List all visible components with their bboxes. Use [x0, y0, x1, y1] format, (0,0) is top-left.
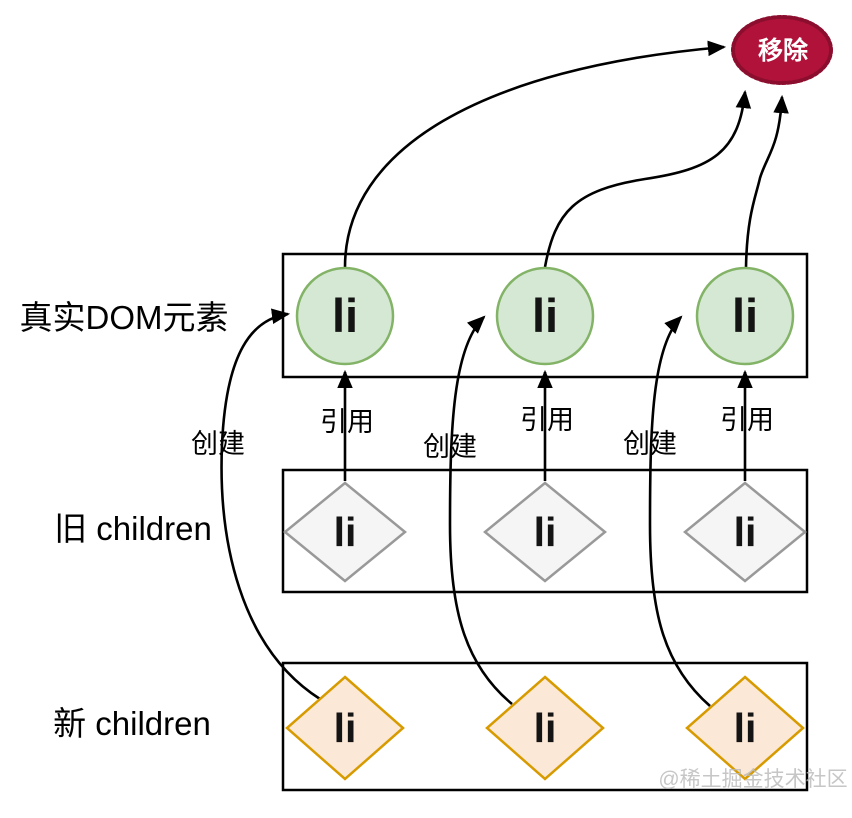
real-dom-node-1-label: li — [332, 289, 358, 342]
new-child-node-2 — [485, 675, 605, 781]
create-arrow-3 — [648, 315, 711, 707]
reference-label-2: 引用 — [520, 405, 574, 435]
create-label-1: 创建 — [191, 429, 245, 459]
real-dom-node-3-label: li — [732, 289, 758, 342]
real-dom-node-3 — [695, 266, 795, 366]
real-dom-node-1 — [295, 266, 395, 366]
new-children-box — [281, 661, 809, 792]
old-child-node-1 — [283, 481, 407, 583]
old-child-node-1-label: li — [334, 509, 357, 555]
new-child-node-2-label: li — [534, 705, 557, 751]
create-arrow-1 — [220, 308, 321, 701]
remove-badge-label: 移除 — [758, 36, 809, 65]
real-dom-node-2 — [495, 266, 595, 366]
old-child-node-3 — [683, 481, 807, 583]
old-child-node-2 — [483, 481, 607, 583]
create-label-3: 创建 — [623, 429, 677, 459]
remove-arrow-1 — [343, 40, 727, 268]
old-children-row-label: 旧 children — [54, 510, 212, 547]
watermark: @稀土掘金技术社区 — [658, 768, 847, 791]
create-arrow-2 — [448, 315, 513, 705]
reference-label-1: 引用 — [320, 407, 374, 437]
new-child-node-3-label: li — [734, 705, 757, 751]
remove-arrow-2 — [543, 89, 752, 268]
new-child-node-1 — [285, 675, 405, 781]
new-child-node-3 — [685, 675, 805, 781]
new-children-row-label: 新 children — [53, 705, 211, 742]
new-child-node-1-label: li — [334, 705, 357, 751]
real-dom-node-2-label: li — [532, 289, 558, 342]
remove-badge — [731, 15, 833, 85]
old-child-node-3-label: li — [734, 509, 757, 555]
create-label-2: 创建 — [423, 432, 477, 462]
reference-label-3: 引用 — [720, 405, 774, 435]
real-dom-row-label: 真实DOM元素 — [20, 299, 229, 336]
old-child-node-2-label: li — [534, 509, 557, 555]
remove-arrow-3 — [744, 94, 789, 268]
